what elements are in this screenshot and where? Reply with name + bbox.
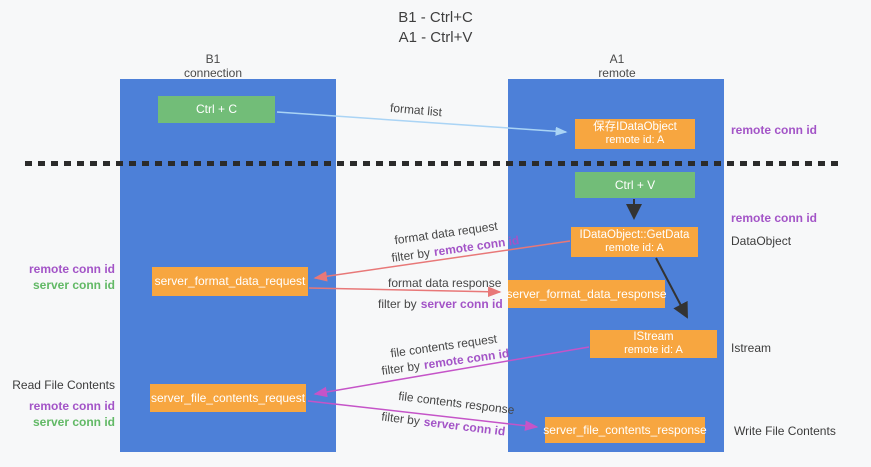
left-server-conn-id-2: server conn id — [32, 415, 115, 429]
node-istream-line2: remote id: A — [624, 344, 683, 356]
filter-by-text: filter by — [378, 297, 417, 311]
node-server-file-contents-response-label: server_file_contents_response — [543, 422, 707, 437]
write-file-contents-label: Write File Contents — [734, 424, 836, 438]
node-save-idataobject-line1: 保存IDataObject — [593, 121, 677, 133]
node-istream: IStream remote id: A — [590, 330, 717, 358]
node-server-file-contents-request: server_file_contents_request — [150, 384, 306, 412]
format-list-arrow — [276, 111, 568, 136]
title-line-1: B1 - Ctrl+C — [398, 9, 473, 26]
left-column-header: B1 connection — [143, 52, 283, 80]
node-server-format-data-request-label: server_format_data_request — [154, 274, 306, 288]
node-istream-line1: IStream — [633, 331, 674, 343]
server-conn-id-text: server conn id — [420, 297, 503, 311]
node-server-file-contents-request-label: server_file_contents_request — [150, 390, 306, 405]
node-idataobject-getdata-line2: remote id: A — [605, 242, 664, 254]
file-contents-response-arrow — [307, 400, 539, 431]
left-remote-conn-id-1: remote conn id — [28, 262, 115, 276]
getdata-to-istream-arrow — [655, 257, 688, 319]
istream-label: Istream — [731, 341, 772, 355]
node-ctrl-v-label: Ctrl + V — [614, 177, 656, 192]
format-data-response-label: format data response — [388, 276, 502, 290]
right-column-role: remote — [598, 66, 636, 80]
right-column-header: A1 remote — [547, 52, 687, 80]
left-server-conn-id-1: server conn id — [32, 278, 115, 292]
title-line-2: A1 - Ctrl+V — [398, 29, 473, 46]
read-file-contents-label: Read File Contents — [12, 378, 115, 392]
node-save-idataobject: 保存IDataObject remote id: A — [575, 119, 695, 149]
node-server-file-contents-response: server_file_contents_response — [543, 417, 707, 443]
node-ctrl-c: Ctrl + C — [158, 96, 275, 123]
left-column-role: connection — [183, 66, 243, 80]
node-server-format-data-request: server_format_data_request — [152, 267, 308, 296]
left-remote-conn-id-2: remote conn id — [28, 399, 115, 413]
node-save-idataobject-line2: remote id: A — [605, 134, 665, 146]
right-remote-conn-id-mid: remote conn id — [731, 211, 818, 225]
diagram-title: B1 - Ctrl+C A1 - Ctrl+V — [0, 8, 871, 48]
node-idataobject-getdata: IDataObject::GetData remote id: A — [571, 227, 698, 257]
node-idataobject-getdata-line1: IDataObject::GetData — [579, 229, 690, 241]
file-contents-request-arrow — [313, 346, 590, 398]
node-ctrl-v: Ctrl + V — [575, 172, 695, 198]
node-server-format-data-response: server_format_data_response — [506, 280, 667, 308]
format-data-request-arrow — [313, 240, 571, 282]
right-remote-conn-id-top: remote conn id — [731, 123, 818, 137]
format-data-response-arrow — [308, 286, 502, 297]
dataobject-label: DataObject — [731, 234, 792, 248]
phase-divider-dashed-line — [25, 161, 838, 166]
node-ctrl-c-label: Ctrl + C — [195, 102, 237, 116]
left-column-name: B1 — [205, 52, 221, 66]
right-column-name: A1 — [609, 52, 625, 66]
node-server-format-data-response-label: server_format_data_response — [506, 286, 667, 301]
